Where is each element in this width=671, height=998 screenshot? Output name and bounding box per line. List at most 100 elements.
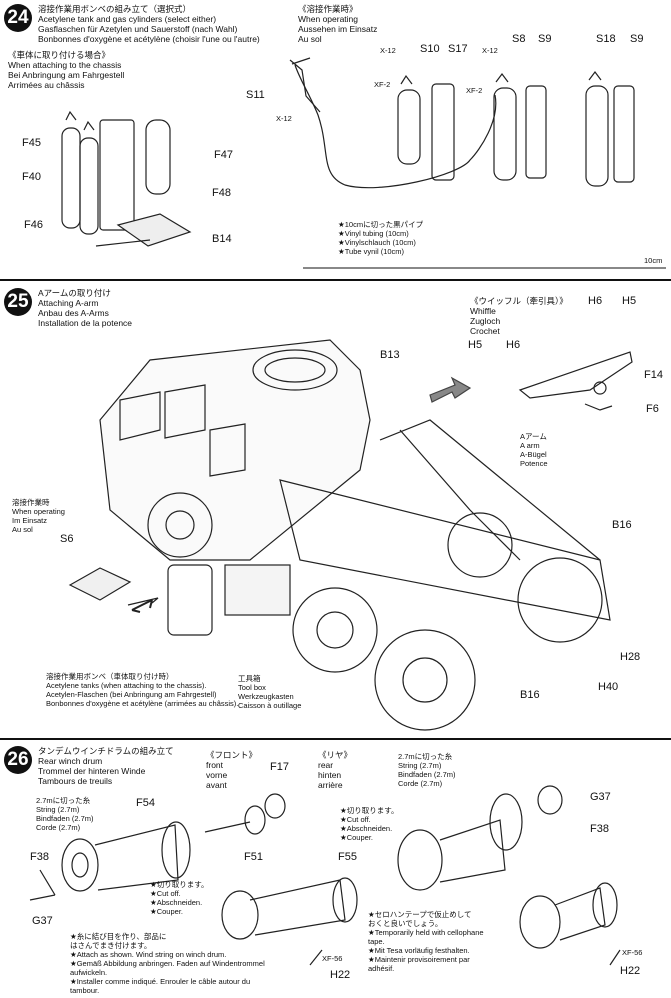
note-en: A arm — [520, 441, 540, 450]
swap-arrow — [127, 597, 159, 606]
part-label: B16 — [520, 689, 540, 701]
part-label: H40 — [598, 681, 619, 693]
step-number-25: 25 — [4, 288, 32, 316]
note-line: ★Maintenir provisoirement par — [368, 955, 470, 964]
note-line: tape. — [368, 937, 385, 946]
title-fr: Tambours de treuils — [38, 776, 113, 786]
note-jp: 《溶接作業時》 — [298, 4, 358, 14]
part-label: F6 — [646, 403, 659, 415]
part-label: F48 — [212, 187, 231, 199]
part-label: F55 — [338, 851, 357, 863]
note-fr: Corde (2.7m) — [398, 779, 443, 788]
operating-note: 溶接作業時 When operating Im Einsatz Au sol — [12, 498, 65, 534]
note-en: When operating — [298, 14, 359, 24]
note-line: おくと良いでしょう。 — [368, 919, 443, 928]
note-fr: ★Couper. — [340, 833, 373, 842]
part-label: G37 — [590, 791, 611, 803]
tape-note: ★セロハンテープで仮止めして おくと良いでしょう。 ★Temporarily h… — [368, 910, 484, 973]
part-label: F38 — [590, 823, 609, 835]
title-en: Acetylene tank and gas cylinders (select… — [38, 14, 217, 24]
note-en: String (2.7m) — [36, 805, 80, 814]
direction-arrow — [429, 376, 472, 403]
tanks-note: 溶接作業用ボンベ（車体取り付け時） Acetylene tanks (when … — [46, 672, 238, 708]
note-en: When attaching to the chassis — [8, 60, 122, 70]
note-jp: 溶接作業時 — [12, 498, 50, 507]
toolbox-note: 工具箱 Tool box Werkzeugkasten Caisson à ou… — [238, 674, 301, 710]
part-label: F47 — [214, 149, 233, 161]
winch-drum-rear-exploded — [397, 785, 621, 966]
part-label: F54 — [136, 797, 155, 809]
note-de: ★Abschneiden. — [150, 898, 203, 907]
section-divider — [0, 738, 671, 740]
note-line: adhésif. — [368, 964, 395, 973]
part-label: S17 — [448, 43, 468, 55]
note-line: ★セロハンテープで仮止めして — [368, 910, 472, 919]
note-fr: ★Tube vynil (10cm) — [338, 247, 405, 256]
title-en: Attaching A-arm — [38, 298, 99, 308]
note-en: Whiffle — [470, 306, 496, 316]
title-de: Anbau des A-Arms — [38, 308, 109, 318]
part-label: F17 — [270, 761, 289, 773]
note-en: String (2.7m) — [398, 761, 442, 770]
paint-code: XF-56 — [322, 954, 343, 963]
note-de: ★Abschneiden. — [340, 824, 393, 833]
note-de: ★Vinylschlauch (10cm) — [338, 238, 416, 247]
note-line: ★Gemäß Abbildung anbringen. Faden auf Wi… — [70, 959, 265, 968]
step-number-24: 24 — [4, 4, 32, 32]
part-label: F14 — [644, 369, 663, 381]
note-jp: 《車体に取り付ける場合》 — [8, 50, 111, 60]
note-jp: 2.7mに切った糸 — [398, 752, 453, 761]
note-fr: Bonbonnes d'oxygène et acétylène (arrimé… — [46, 699, 239, 708]
note-de: Zugloch — [470, 316, 501, 326]
part-label: S6 — [60, 533, 74, 545]
part-label: S11 — [246, 89, 265, 101]
vehicle-cab — [99, 339, 371, 561]
part-label: F40 — [22, 171, 41, 183]
part-label: S18 — [596, 33, 616, 45]
step24-chassis-note: 《車体に取り付ける場合》 When attaching to the chass… — [8, 50, 124, 90]
part-label: H28 — [620, 651, 641, 663]
note-de: Bei Anbringung am Fahrgestell — [8, 70, 125, 80]
note-en: Acetylene tanks (when attaching to the c… — [46, 681, 207, 690]
front-note: 《フロント》 front vorne avant — [206, 750, 257, 790]
part-label: F51 — [244, 851, 263, 863]
note-de: hinten — [318, 770, 342, 780]
title-fr: Installation de la potence — [38, 318, 133, 328]
part-label: S9 — [538, 33, 552, 45]
paint-code: X-12 — [482, 46, 498, 55]
note-en: ★Cut off. — [340, 815, 371, 824]
scale-label: 10cm — [644, 256, 663, 265]
note-fr: ★Couper. — [150, 907, 183, 916]
note-line: tambour. — [70, 986, 100, 995]
part-label: F45 — [22, 137, 41, 149]
note-jp: ★切り取ります。 — [340, 806, 399, 815]
step-number-26: 26 — [4, 746, 32, 774]
note-line: ★糸に結び目を作り、部品に — [70, 932, 167, 941]
note-line: aufwickeln. — [70, 968, 108, 977]
note-fr: arrière — [318, 780, 343, 790]
part-label: B14 — [212, 233, 232, 245]
rear-note: 《リヤ》 rear hinten arrière — [318, 750, 352, 790]
vehicle-chassis-and-wheels — [167, 419, 611, 731]
part-label: H5 — [468, 339, 483, 351]
whiffle-assembly — [518, 351, 633, 411]
part-label: G37 — [32, 915, 53, 927]
note-en: Tool box — [238, 683, 266, 692]
note-de: Werkzeugkasten — [238, 692, 294, 701]
note-de: vorne — [206, 770, 228, 780]
note-de: A-Bügel — [520, 450, 547, 459]
note-jp: 溶接作業用ボンベ（車体取り付け時） — [46, 672, 174, 681]
note-fr: Potence — [520, 459, 548, 468]
attach-note: ★糸に結び目を作り、部品に はさんでまき付けます。 ★Attach as sho… — [70, 932, 265, 995]
title-fr: Bonbonnes d'oxygène et acétylène (choisi… — [38, 34, 260, 44]
note-jp: 《ウイッフル（牽引具）》 — [470, 296, 568, 306]
winch-drum-front-exploded — [29, 793, 358, 966]
note-en: rear — [318, 760, 334, 770]
part-label: B16 — [612, 519, 632, 531]
note-fr: Au sol — [12, 525, 33, 534]
note-en: ★Vinyl tubing (10cm) — [338, 229, 409, 238]
section-divider — [0, 279, 671, 281]
part-label: S10 — [420, 43, 440, 55]
part-label: H22 — [330, 969, 351, 981]
part-label: S8 — [512, 33, 526, 45]
